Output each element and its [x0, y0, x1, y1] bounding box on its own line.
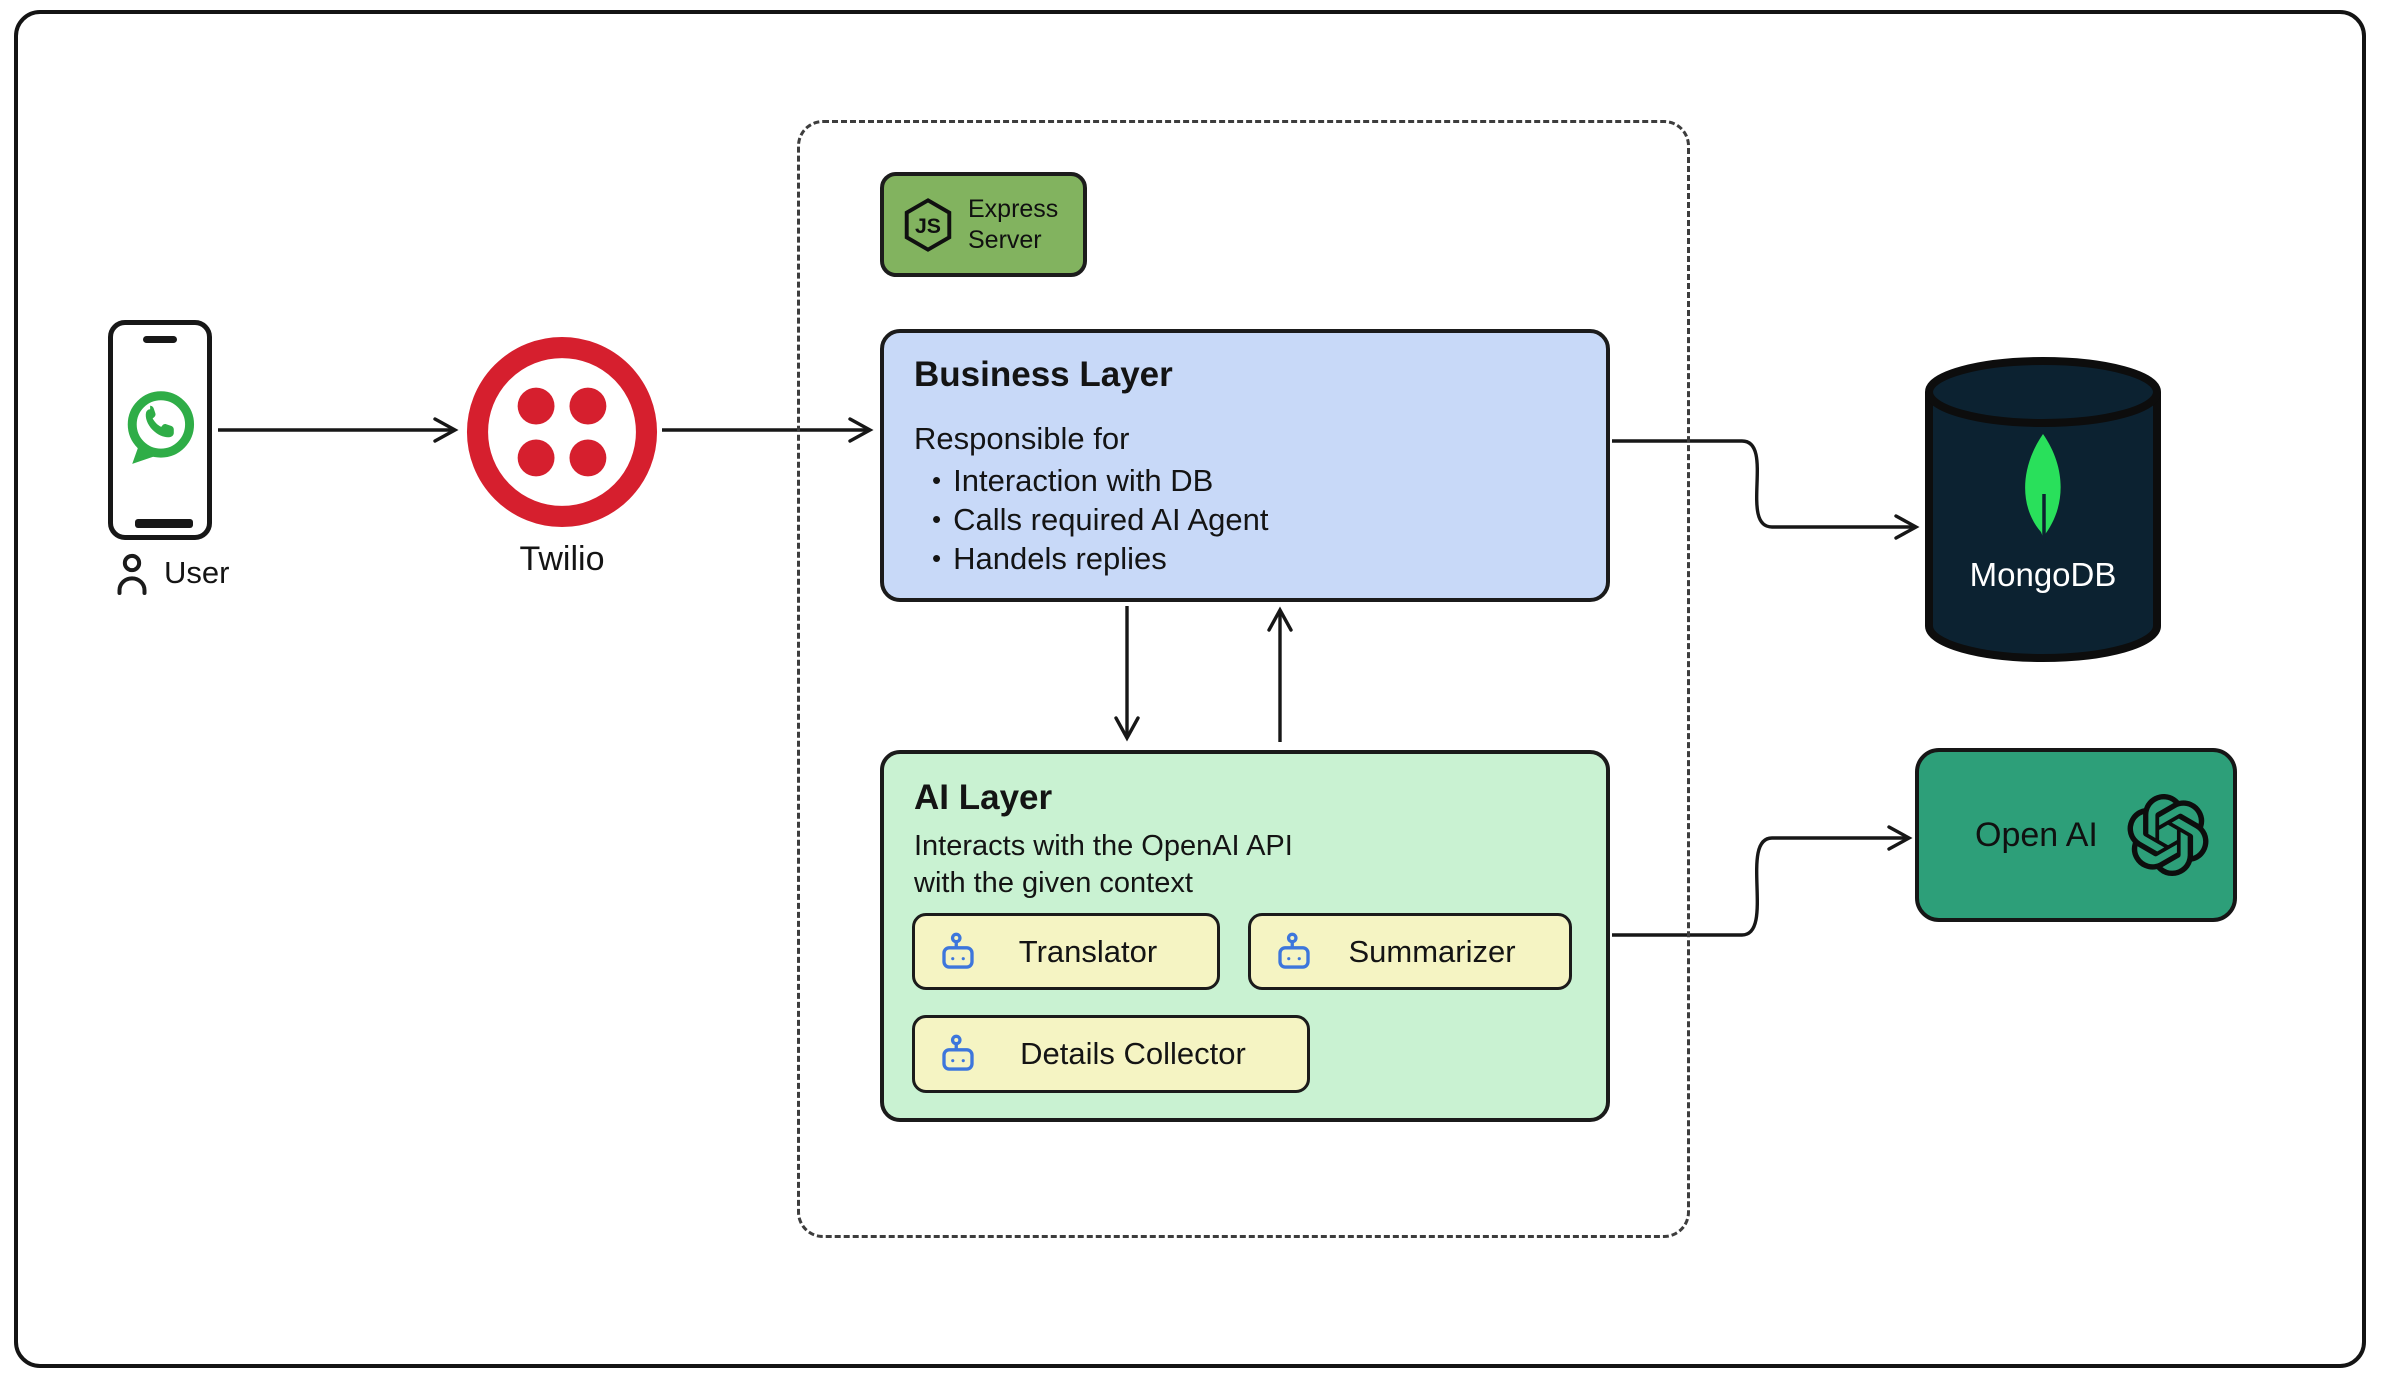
- agent-chip-label: Translator: [1018, 933, 1158, 969]
- ai-layer-node: AI Layer Interacts with the OpenAI API w…: [880, 750, 1610, 1122]
- business-layer-title: Business Layer: [914, 355, 1173, 394]
- mongodb-label: MongoDB: [1969, 556, 2117, 593]
- user-label: User: [164, 555, 230, 590]
- user-phone: [108, 320, 212, 540]
- agent-chip-translator: Translator: [912, 913, 1220, 990]
- express-server-group: [797, 120, 1690, 1238]
- business-layer-node: Business Layer Responsible for • Interac…: [880, 329, 1610, 602]
- whatsapp-icon: [127, 391, 195, 464]
- bullet-dot: •: [932, 504, 942, 535]
- bullet-dot: •: [932, 465, 942, 495]
- twilio-label: Twilio: [519, 540, 605, 578]
- svg-text:JS: JS: [915, 213, 941, 237]
- bullet-dot: •: [932, 543, 942, 574]
- agent-chip-label: Summarizer: [1348, 933, 1516, 969]
- agent-chip-summarizer: Summarizer: [1248, 913, 1572, 990]
- business-bullet: • Calls required AI Agent: [914, 500, 1576, 539]
- business-bullet: • Handels replies: [914, 539, 1576, 578]
- bullet-text: Handels replies: [953, 541, 1167, 577]
- canvas-border: [14, 10, 2366, 1368]
- openai-node: Open AI: [1915, 748, 2237, 922]
- nodejs-icon: JS: [904, 197, 952, 252]
- express-server-label: Express Server: [968, 195, 1059, 254]
- bullet-text: Interaction with DB: [953, 463, 1214, 498]
- express-server-badge: JS Express Server: [880, 172, 1087, 277]
- phone-speaker: [143, 336, 177, 343]
- agent-chip-label: Details Collector: [1020, 1036, 1246, 1071]
- user-node: User: [112, 550, 229, 596]
- bullet-text: Calls required AI Agent: [953, 502, 1269, 538]
- twilio-icon: [466, 336, 658, 528]
- business-layer-intro: Responsible for: [914, 421, 1130, 456]
- robot-icon: [942, 932, 974, 969]
- mongodb-node: [1925, 357, 2161, 662]
- mongodb-leaf-icon: [2025, 434, 2061, 544]
- business-bullet: • Interaction with DB: [914, 461, 1576, 500]
- ai-layer-description-line1: Interacts with the OpenAI API: [914, 830, 1293, 862]
- person-icon: [117, 553, 147, 595]
- openai-label: Open AI: [1975, 815, 2098, 854]
- openai-icon: [2127, 794, 2209, 876]
- agent-chip-details-collector: Details Collector: [912, 1015, 1310, 1093]
- ai-layer-title: AI Layer: [914, 778, 1053, 817]
- robot-icon: [1278, 932, 1310, 969]
- robot-icon: [942, 1034, 974, 1071]
- phone-homebar: [134, 519, 193, 528]
- ai-layer-description-line2: with the given context: [914, 866, 1193, 899]
